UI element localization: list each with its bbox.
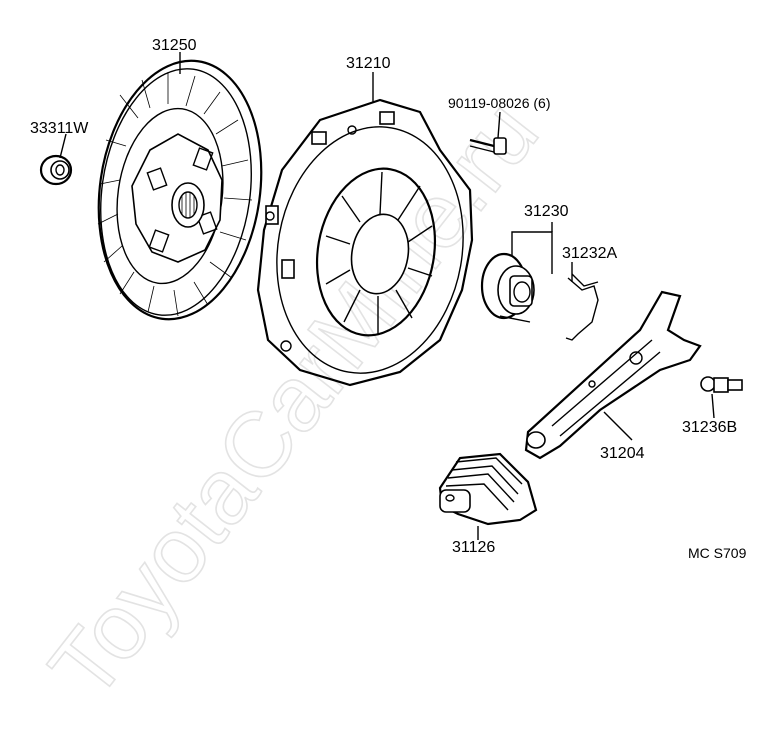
label-33311w: 33311W xyxy=(30,120,89,137)
clutch-cover xyxy=(256,98,474,387)
label-31230: 31230 xyxy=(524,203,569,220)
clip xyxy=(565,273,599,341)
release-bearing xyxy=(480,252,535,323)
label-31236b: 31236B xyxy=(682,419,737,436)
pivot-stud xyxy=(700,376,743,393)
label-31250: 31250 xyxy=(152,37,197,54)
release-fork xyxy=(524,290,702,460)
clutch-disc xyxy=(97,59,263,321)
bolt xyxy=(469,137,507,155)
boot xyxy=(438,452,538,526)
watermark-text: ToyotaCarMine.ru xyxy=(30,82,557,717)
label-31210: 31210 xyxy=(346,55,391,72)
label-31126: 31126 xyxy=(452,539,495,556)
label-90119-08026: 90119-08026 (6) xyxy=(448,95,550,111)
label-31204: 31204 xyxy=(600,445,645,462)
diagram-code: MC S709 xyxy=(688,545,747,561)
label-31232a: 31232A xyxy=(562,245,617,262)
pilot-bearing xyxy=(39,154,73,186)
leader-lines xyxy=(59,52,715,540)
